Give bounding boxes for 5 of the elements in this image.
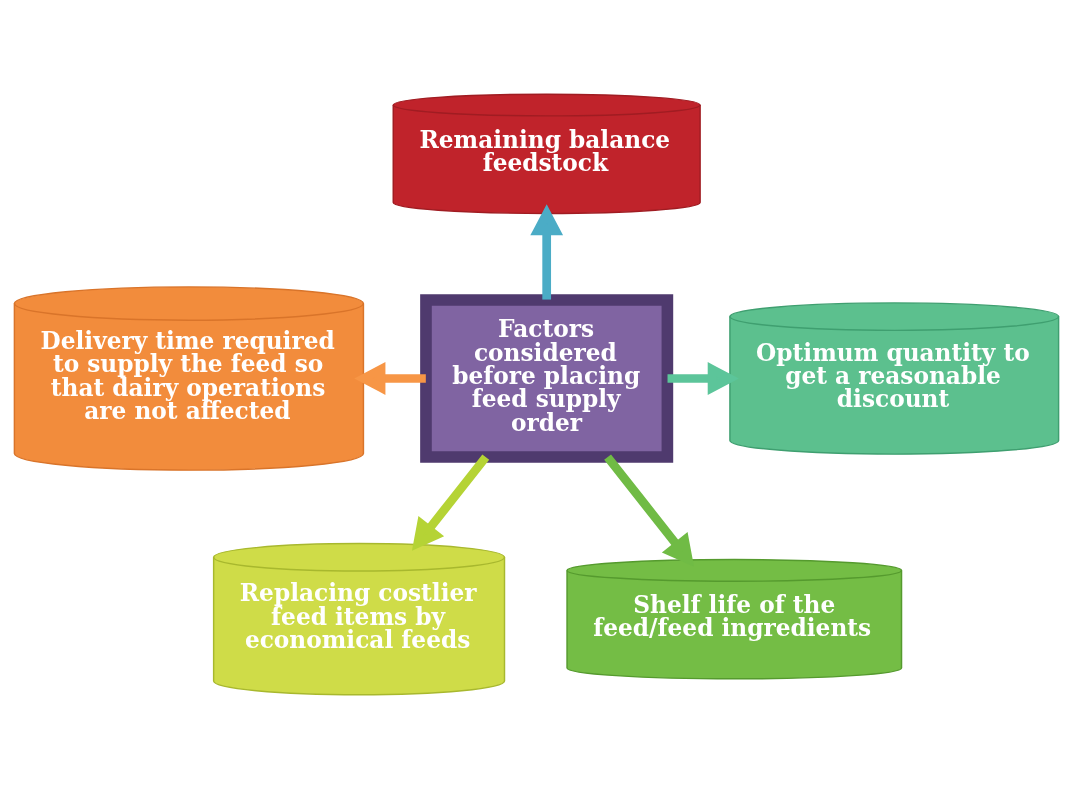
arrow: [354, 361, 426, 395]
arrow: [411, 453, 490, 551]
arrow: [530, 203, 564, 300]
node-box: Factors considered before placing feed supply order: [420, 293, 674, 463]
arrow: [667, 361, 739, 395]
